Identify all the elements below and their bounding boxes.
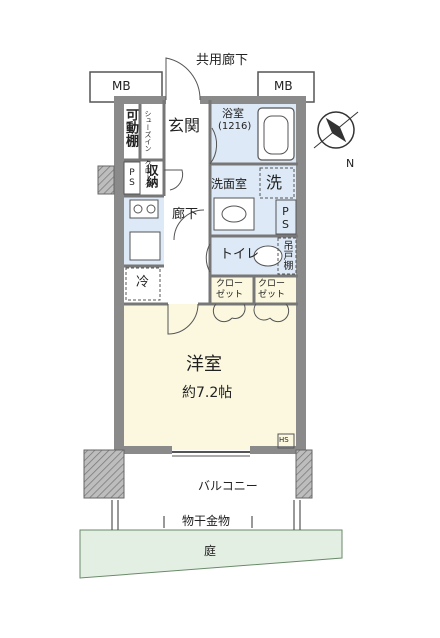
column-left-top — [97, 165, 115, 195]
toilet-fixture — [253, 245, 283, 267]
mb-left-label: MB — [112, 79, 131, 93]
bathtub — [257, 107, 295, 161]
toilet-label: トイレ — [220, 247, 260, 262]
western-room-label: 洋室 — [186, 354, 222, 375]
hanging-shelf-box — [277, 237, 297, 275]
balcony-railing — [111, 500, 301, 530]
north-label: N — [346, 157, 355, 170]
closet-doors — [212, 303, 290, 323]
western-room-floor — [124, 304, 296, 450]
entrance-door — [165, 57, 201, 101]
closet-1-label: クロー ゼット — [216, 279, 244, 300]
ps-box-left — [123, 161, 141, 195]
partitions — [124, 100, 298, 306]
mb-right-label: MB — [274, 79, 293, 93]
hallway-label: 廊下 — [172, 207, 199, 222]
compass-icon — [313, 111, 359, 149]
kitchen-sink — [129, 231, 161, 261]
corridor-label: 共用廊下 — [196, 53, 249, 68]
outer-walls — [114, 96, 306, 454]
movable-shelf-label: 可動棚 — [123, 108, 138, 147]
garden-area — [79, 529, 343, 579]
shoes-closet-label: シューズイン クローク — [144, 110, 152, 188]
toilet-door — [205, 243, 211, 273]
hs-label: HS — [279, 436, 289, 444]
balcony-label: バルコニー — [198, 479, 258, 493]
garden-label: 庭 — [204, 544, 217, 558]
entrance-label: 玄関 — [168, 116, 201, 135]
bathroom-door — [209, 127, 218, 165]
column-right-bottom — [295, 449, 313, 499]
washer-box — [259, 167, 295, 199]
ps-right-label: PS — [279, 205, 292, 231]
column-left-bottom — [83, 449, 125, 499]
closet-2-label: クロー ゼット — [258, 279, 286, 300]
room-size-label: 約7.2帖 — [182, 385, 233, 401]
wash-basin — [213, 197, 255, 231]
ps-left-label: PS — [127, 168, 137, 188]
washroom-label: 洗面室 — [211, 177, 248, 191]
washer-label: 洗 — [266, 173, 283, 192]
hs-box — [277, 433, 295, 449]
ps-box-right — [275, 199, 297, 235]
hanging-shelf-label: 吊戸棚 — [281, 240, 292, 270]
fridge-space — [125, 267, 161, 301]
drying-hardware-label: 物干金物 — [182, 514, 231, 528]
storage-door — [164, 169, 184, 191]
hallway-door — [173, 209, 205, 241]
room-door — [167, 303, 199, 335]
bathroom-label: 浴室 — [222, 107, 244, 120]
storage-label: 収納 — [145, 164, 159, 188]
fridge-label: 冷 — [136, 275, 150, 290]
bath-size-label: (1216) — [218, 121, 252, 132]
